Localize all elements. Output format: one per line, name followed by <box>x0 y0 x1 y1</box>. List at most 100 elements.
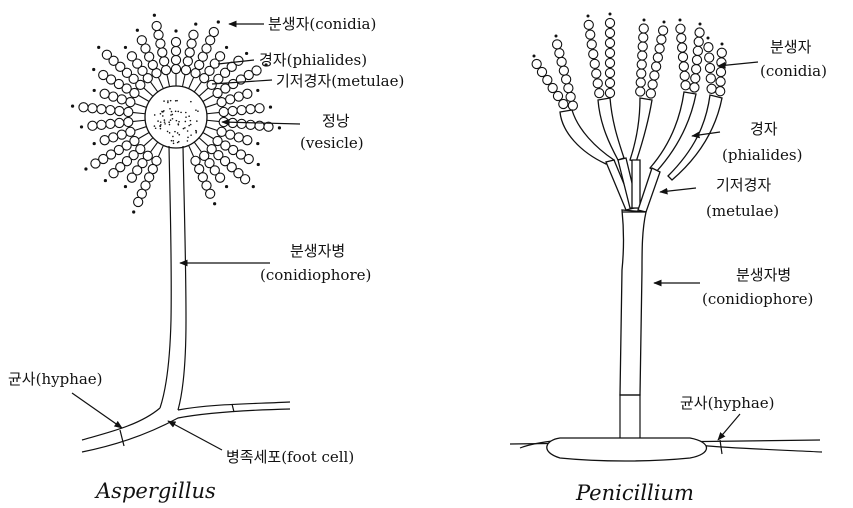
hyphae-septum <box>232 404 234 412</box>
penicillium-phialides <box>560 92 722 180</box>
conidium <box>126 98 135 107</box>
conidium <box>694 37 703 46</box>
conidium <box>691 74 700 83</box>
conidium <box>171 37 180 46</box>
label-hyphae: 균사(hyphae) <box>680 394 775 412</box>
conidium <box>161 65 170 74</box>
conidium <box>88 104 97 113</box>
conidium <box>219 107 228 116</box>
hyphae-arrow <box>718 414 740 440</box>
aspergillus-vesicle <box>145 86 207 148</box>
conidium <box>605 18 614 27</box>
conidium <box>244 154 253 163</box>
conidium <box>716 77 725 86</box>
conidium <box>100 136 109 145</box>
conidium <box>246 120 255 129</box>
conidium <box>695 28 704 37</box>
conidium <box>648 80 657 89</box>
conidium <box>117 95 126 104</box>
conidium <box>237 119 246 128</box>
conidium <box>181 65 190 74</box>
conidium <box>246 105 255 114</box>
conidium <box>109 169 118 178</box>
conidium <box>109 133 118 142</box>
conidium <box>124 117 133 126</box>
conidium <box>564 84 573 93</box>
conidium <box>117 130 126 139</box>
conidium <box>255 104 264 113</box>
conidium <box>584 20 593 29</box>
conidium <box>553 91 562 100</box>
conidium <box>88 121 97 130</box>
penicillium-foot-cell <box>547 438 707 461</box>
conidium <box>638 42 647 51</box>
conidium <box>653 53 662 62</box>
conidium <box>646 89 655 98</box>
conidium <box>562 75 571 84</box>
conidium <box>124 107 133 116</box>
conidium <box>134 197 143 206</box>
conidium <box>115 118 124 127</box>
conidium <box>679 62 688 71</box>
conidium <box>99 70 108 79</box>
label-vesicle-kr: 정낭 <box>322 112 350 130</box>
conidium <box>678 52 687 61</box>
conidium <box>566 92 575 101</box>
conidium <box>706 74 715 83</box>
conidium <box>228 118 237 127</box>
conidium <box>650 71 659 80</box>
conidium <box>657 35 666 44</box>
label-conidia-en: (conidia) <box>760 62 827 80</box>
conidium <box>692 55 701 64</box>
hyphae-septum <box>120 430 124 446</box>
conidium <box>100 89 109 98</box>
label-phialides-kr: 경자 <box>750 120 778 138</box>
conidium <box>652 62 661 71</box>
label-conidia-kr: 분생자 <box>770 38 812 56</box>
conidium <box>158 48 167 57</box>
conidium <box>677 34 686 43</box>
conidium <box>705 53 714 62</box>
conidium <box>559 99 568 108</box>
label-phialides-en: (phialides) <box>722 146 802 164</box>
label-conidiophore-en: (conidiophore) <box>702 290 813 308</box>
conidium <box>637 69 646 78</box>
conidium <box>243 136 252 145</box>
conidium <box>605 68 614 77</box>
conidium <box>716 67 725 76</box>
conidium <box>555 49 564 58</box>
conidium <box>693 46 702 55</box>
conidium <box>137 36 146 45</box>
metulae-arrow <box>660 188 696 192</box>
conidium <box>234 92 243 101</box>
label-foot-cell: 병족세포(foot cell) <box>226 448 354 466</box>
conidium <box>716 87 725 96</box>
label-conidiophore-kr: 분생자병 <box>736 266 791 284</box>
aspergillus-conidiophore-left-wall <box>160 146 171 408</box>
conidium <box>102 50 111 59</box>
conidium <box>639 33 648 42</box>
conidium <box>659 26 668 35</box>
conidium <box>532 59 541 68</box>
conidium <box>636 78 645 87</box>
conidium <box>185 48 194 57</box>
penicillium-figure: 분생자 (conidia) 경자 (phialides) 기저경자 (metul… <box>510 13 827 506</box>
conidium <box>605 88 614 97</box>
label-metulae-en: (metulae) <box>706 202 779 220</box>
conidium <box>243 89 252 98</box>
conidium <box>638 51 647 60</box>
conidium <box>171 64 180 73</box>
caption-penicillium: Penicillium <box>575 481 694 505</box>
conidium <box>127 52 136 61</box>
penicillium-conidial-chains <box>532 13 726 111</box>
conidium <box>209 27 218 36</box>
conidium <box>79 103 88 112</box>
conidium <box>91 159 100 168</box>
conidium <box>589 50 598 59</box>
conidium <box>639 24 648 33</box>
conidium <box>126 127 135 136</box>
conidium <box>183 57 192 66</box>
conidium <box>537 67 546 76</box>
conidium <box>217 98 226 107</box>
